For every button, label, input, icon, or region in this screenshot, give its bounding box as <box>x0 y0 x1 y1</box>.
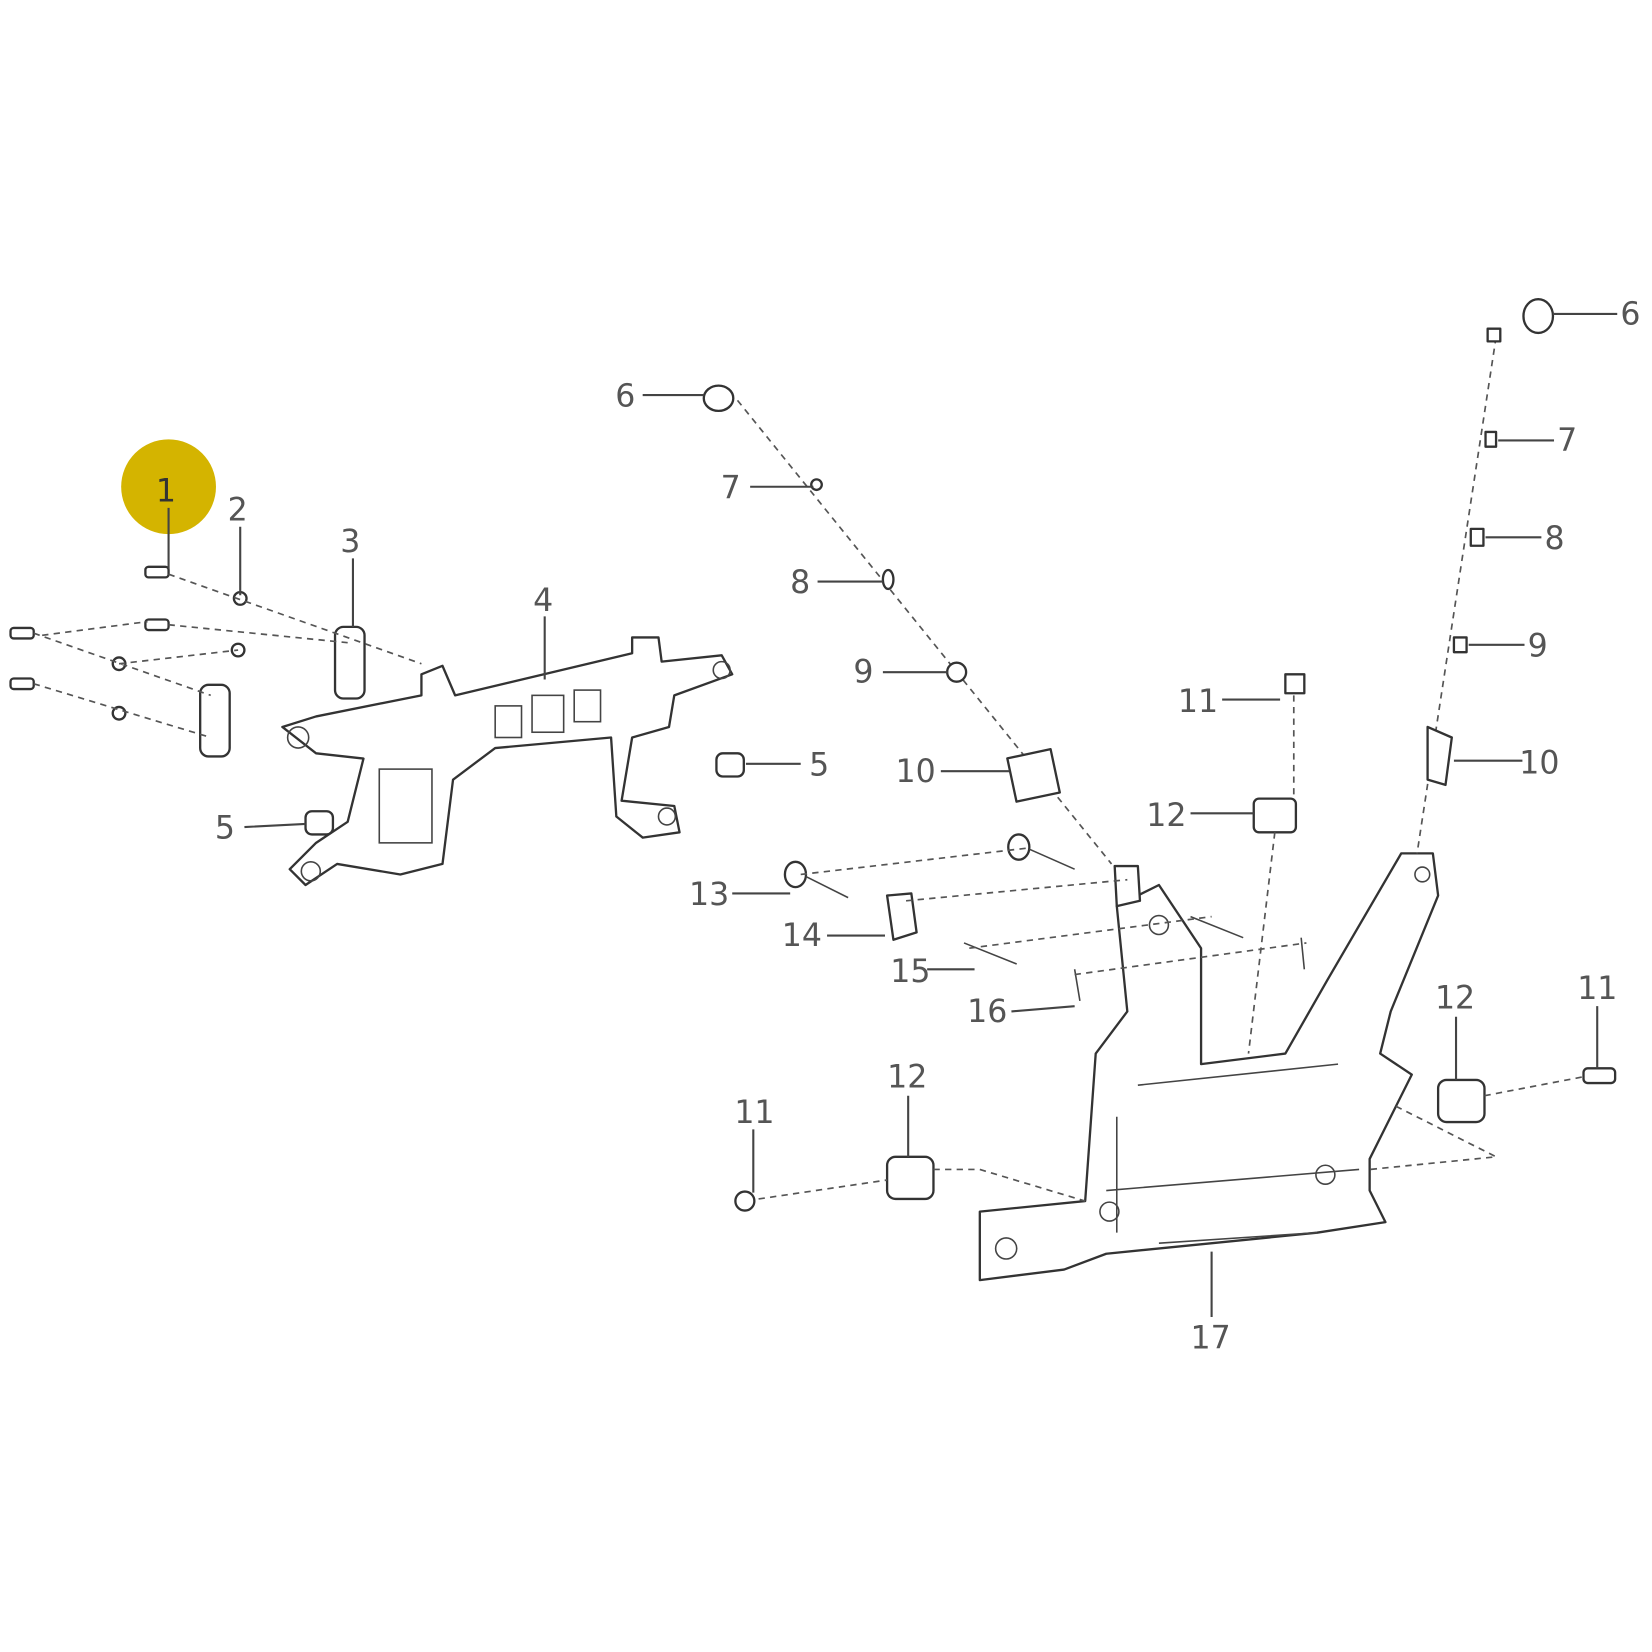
part-12-bushing <box>1252 797 1298 834</box>
callout-12[interactable]: 12 <box>1146 798 1186 834</box>
callout-9[interactable]: 9 <box>853 655 873 691</box>
part-4-crossmember <box>281 636 734 887</box>
callout-12[interactable]: 12 <box>887 1059 927 1095</box>
part-1-2-bolts-washers <box>9 565 422 739</box>
callout-4[interactable]: 4 <box>533 583 553 619</box>
part-11-nut <box>1284 673 1306 695</box>
callout-7[interactable]: 7 <box>721 470 741 506</box>
part-17-subframe <box>978 852 1440 1282</box>
callout-6[interactable]: 6 <box>1620 297 1640 333</box>
lower-mounts <box>734 1067 1617 1212</box>
callout-6[interactable]: 6 <box>615 379 635 415</box>
callout-labels: 1 2 3 4 5 5 6 7 8 9 10 6 7 8 9 10 11 12 … <box>156 297 1641 1357</box>
callout-17[interactable]: 17 <box>1191 1321 1231 1357</box>
part-5-bushing <box>304 810 335 836</box>
callout-5[interactable]: 5 <box>809 747 829 783</box>
callout-1[interactable]: 1 <box>156 474 176 510</box>
callout-10[interactable]: 10 <box>896 754 936 790</box>
leader-lines <box>167 312 1618 1317</box>
callout-14[interactable]: 14 <box>782 918 822 954</box>
callout-2[interactable]: 2 <box>228 492 248 528</box>
mount-chain-right <box>1416 298 1555 854</box>
callout-11[interactable]: 11 <box>1577 971 1617 1007</box>
callout-10[interactable]: 10 <box>1519 745 1559 781</box>
callout-11[interactable]: 11 <box>734 1095 774 1131</box>
callout-13[interactable]: 13 <box>689 877 729 913</box>
mount-chain-left <box>702 384 1113 865</box>
part-3-brackets <box>199 625 366 758</box>
parts-13-16-fasteners <box>783 833 1307 1002</box>
callout-5[interactable]: 5 <box>215 811 235 847</box>
callout-8[interactable]: 8 <box>1545 521 1565 557</box>
callout-8[interactable]: 8 <box>790 565 810 601</box>
callout-3[interactable]: 3 <box>340 524 360 560</box>
callout-11[interactable]: 11 <box>1178 684 1218 720</box>
callout-12[interactable]: 12 <box>1435 980 1475 1016</box>
callout-16[interactable]: 16 <box>967 994 1007 1030</box>
highlight-marker <box>121 439 216 535</box>
callout-9[interactable]: 9 <box>1528 628 1548 664</box>
callout-7[interactable]: 7 <box>1557 423 1577 459</box>
callout-15[interactable]: 15 <box>890 954 930 990</box>
part-5-bushing <box>715 752 745 778</box>
